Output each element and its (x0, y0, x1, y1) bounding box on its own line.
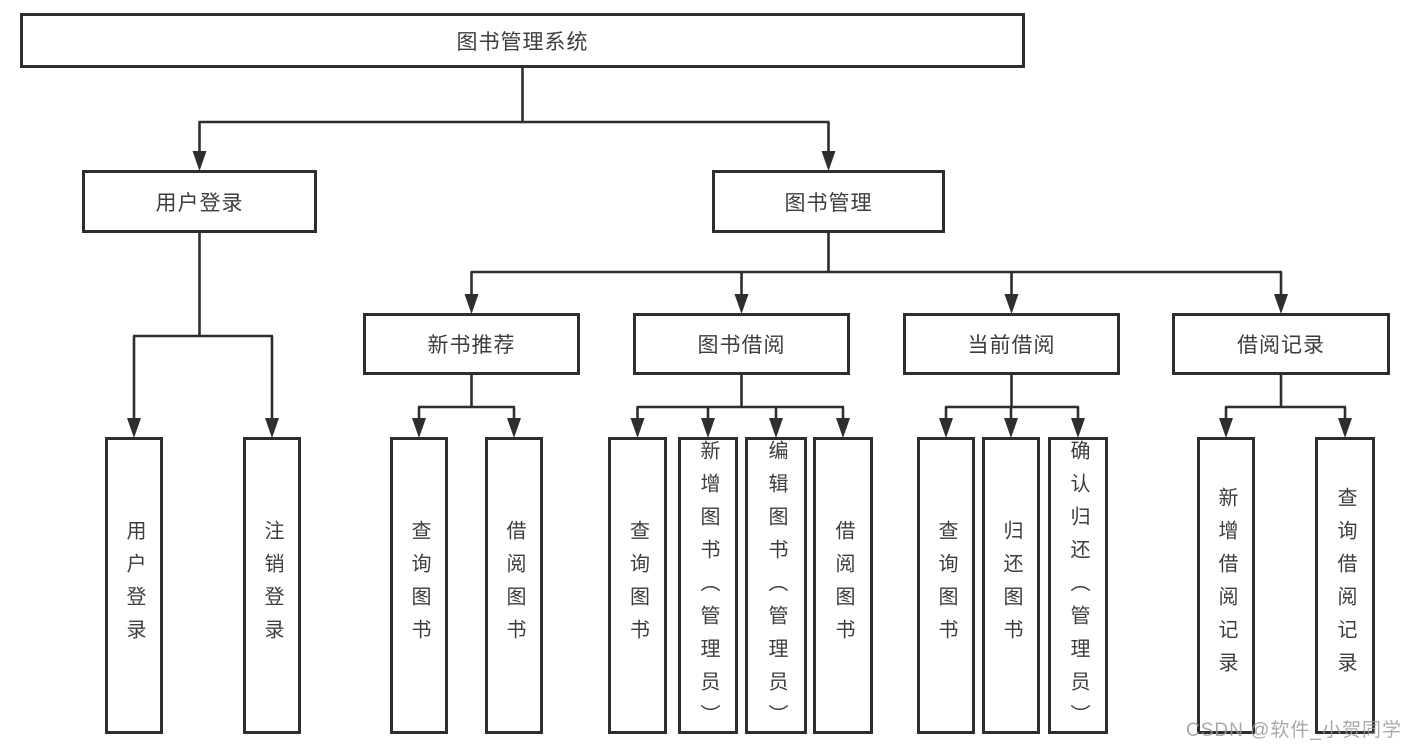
leaf-logout: 注销登录 (243, 437, 301, 734)
node-user-login: 用户登录 (82, 170, 317, 233)
leaf-borrow-query: 查询图书 (608, 437, 667, 734)
node-new-book-recommend: 新书推荐 (363, 313, 580, 375)
node-book-management: 图书管理 (712, 170, 945, 233)
leaf-borrow-borrow: 借阅图书 (813, 437, 873, 734)
leaf-current-return: 归还图书 (982, 437, 1040, 734)
leaf-newbook-borrow: 借阅图书 (485, 437, 543, 734)
leaf-current-query: 查询图书 (917, 437, 975, 734)
leaf-current-confirm: 确认归还（管理员） (1048, 437, 1108, 737)
leaf-newbook-query: 查询图书 (390, 437, 448, 734)
node-book-borrow: 图书借阅 (633, 313, 850, 375)
leaf-user-login: 用户登录 (105, 437, 163, 734)
node-current-borrow: 当前借阅 (903, 313, 1120, 375)
leaf-records-add: 新增借阅记录 (1197, 437, 1255, 734)
leaf-borrow-add: 新增图书（管理员） (678, 437, 738, 737)
leaf-borrow-edit: 编辑图书（管理员） (745, 437, 807, 737)
leaf-records-query: 查询借阅记录 (1315, 437, 1375, 734)
watermark: CSDN @软件_小贺同学 (1186, 720, 1402, 741)
node-root: 图书管理系统 (20, 13, 1025, 68)
node-borrow-records: 借阅记录 (1172, 313, 1390, 375)
